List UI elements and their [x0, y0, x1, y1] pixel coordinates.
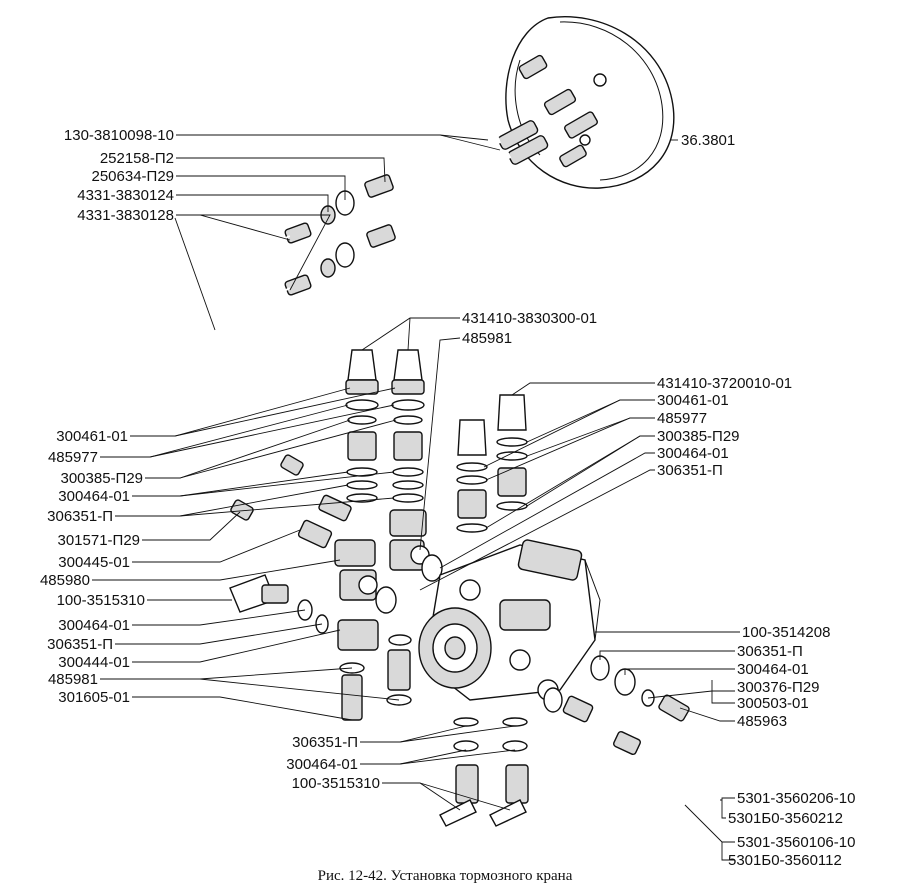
drawing: [146, 16, 722, 827]
banjo-union-left: [337, 619, 412, 721]
label-306351-p-right: 306351-П: [657, 462, 723, 479]
label-300444-01: 300444-01: [58, 654, 130, 671]
label-100-3514208: 100-3514208: [742, 624, 830, 641]
label-300464-01-left2: 300464-01: [58, 617, 130, 634]
right-side-fittings: [543, 655, 690, 756]
label-300464-01-right2: 300464-01: [737, 661, 809, 678]
label-300464-01-bottom: 300464-01: [286, 756, 358, 773]
label-300445-01: 300445-01: [58, 554, 130, 571]
label-306351-p-left2: 306351-П: [47, 636, 113, 653]
brake-tubes: [146, 235, 304, 521]
bottom-drain-cocks: [439, 717, 529, 827]
label-4331-3830124: 4331-3830124: [77, 187, 174, 204]
label-485980: 485980: [40, 572, 90, 589]
label-300385-p29-left: 300385-П29: [60, 470, 143, 487]
label-300461-01-right: 300461-01: [657, 392, 729, 409]
right-valve-stack: [456, 394, 528, 533]
label-250634-p29: 250634-П29: [91, 168, 174, 185]
left-valve-stack: [345, 349, 425, 503]
label-300376-p29: 300376-П29: [737, 679, 820, 696]
label-4331-3830128: 4331-3830128: [77, 207, 174, 224]
label-431410-3720010-01: 431410-3720010-01: [657, 375, 792, 392]
label-485977-left: 485977: [48, 449, 98, 466]
drain-cock-left: [229, 574, 329, 634]
label-485981-left: 485981: [48, 671, 98, 688]
label-100-3515310-bottom: 100-3515310: [292, 775, 380, 792]
label-300503-01: 300503-01: [737, 695, 809, 712]
tee-fittings: [297, 494, 443, 614]
label-485981-top: 485981: [462, 330, 512, 347]
label-300461-01-left: 300461-01: [56, 428, 128, 445]
hose-fittings: [284, 174, 396, 296]
label-306351-p-left: 306351-П: [47, 508, 113, 525]
gauge-hoses: [378, 137, 512, 257]
label-5301-3560106-10: 5301-3560106-10: [737, 834, 855, 851]
label-130-3810098-10: 130-3810098-10: [64, 127, 174, 144]
label-306351-p-right2: 306351-П: [737, 643, 803, 660]
label-485963: 485963: [737, 713, 787, 730]
label-301605-01: 301605-01: [58, 689, 130, 706]
label-431410-3830300-01: 431410-3830300-01: [462, 310, 597, 327]
leader-lines: [92, 134, 740, 861]
label-301571-p29: 301571-П29: [57, 532, 140, 549]
label-36-3801: 36.3801: [681, 132, 735, 149]
brake-valve-body: [418, 539, 601, 701]
part-labels: 130-3810098-10 252158-П2 250634-П29 4331…: [40, 127, 856, 869]
label-300464-01-right: 300464-01: [657, 445, 729, 462]
label-252158-p2: 252158-П2: [100, 150, 174, 167]
label-485977-right: 485977: [657, 410, 707, 427]
figure-caption: Рис. 12-42. Установка тормозного крана: [318, 868, 573, 884]
label-306351-p-bottom: 306351-П: [292, 734, 358, 751]
label-5301b0-3560212: 5301Б0-3560212: [728, 810, 843, 827]
label-100-3515310-left: 100-3515310: [57, 592, 145, 609]
label-300464-01-left: 300464-01: [58, 488, 130, 505]
label-5301-3560206-10: 5301-3560206-10: [737, 790, 855, 807]
label-5301b0-3560112: 5301Б0-3560112: [728, 852, 842, 869]
outlet-tubes: [638, 713, 722, 806]
pressure-gauge-illustration: [497, 16, 675, 189]
label-300385-p29-right: 300385-П29: [657, 428, 740, 445]
